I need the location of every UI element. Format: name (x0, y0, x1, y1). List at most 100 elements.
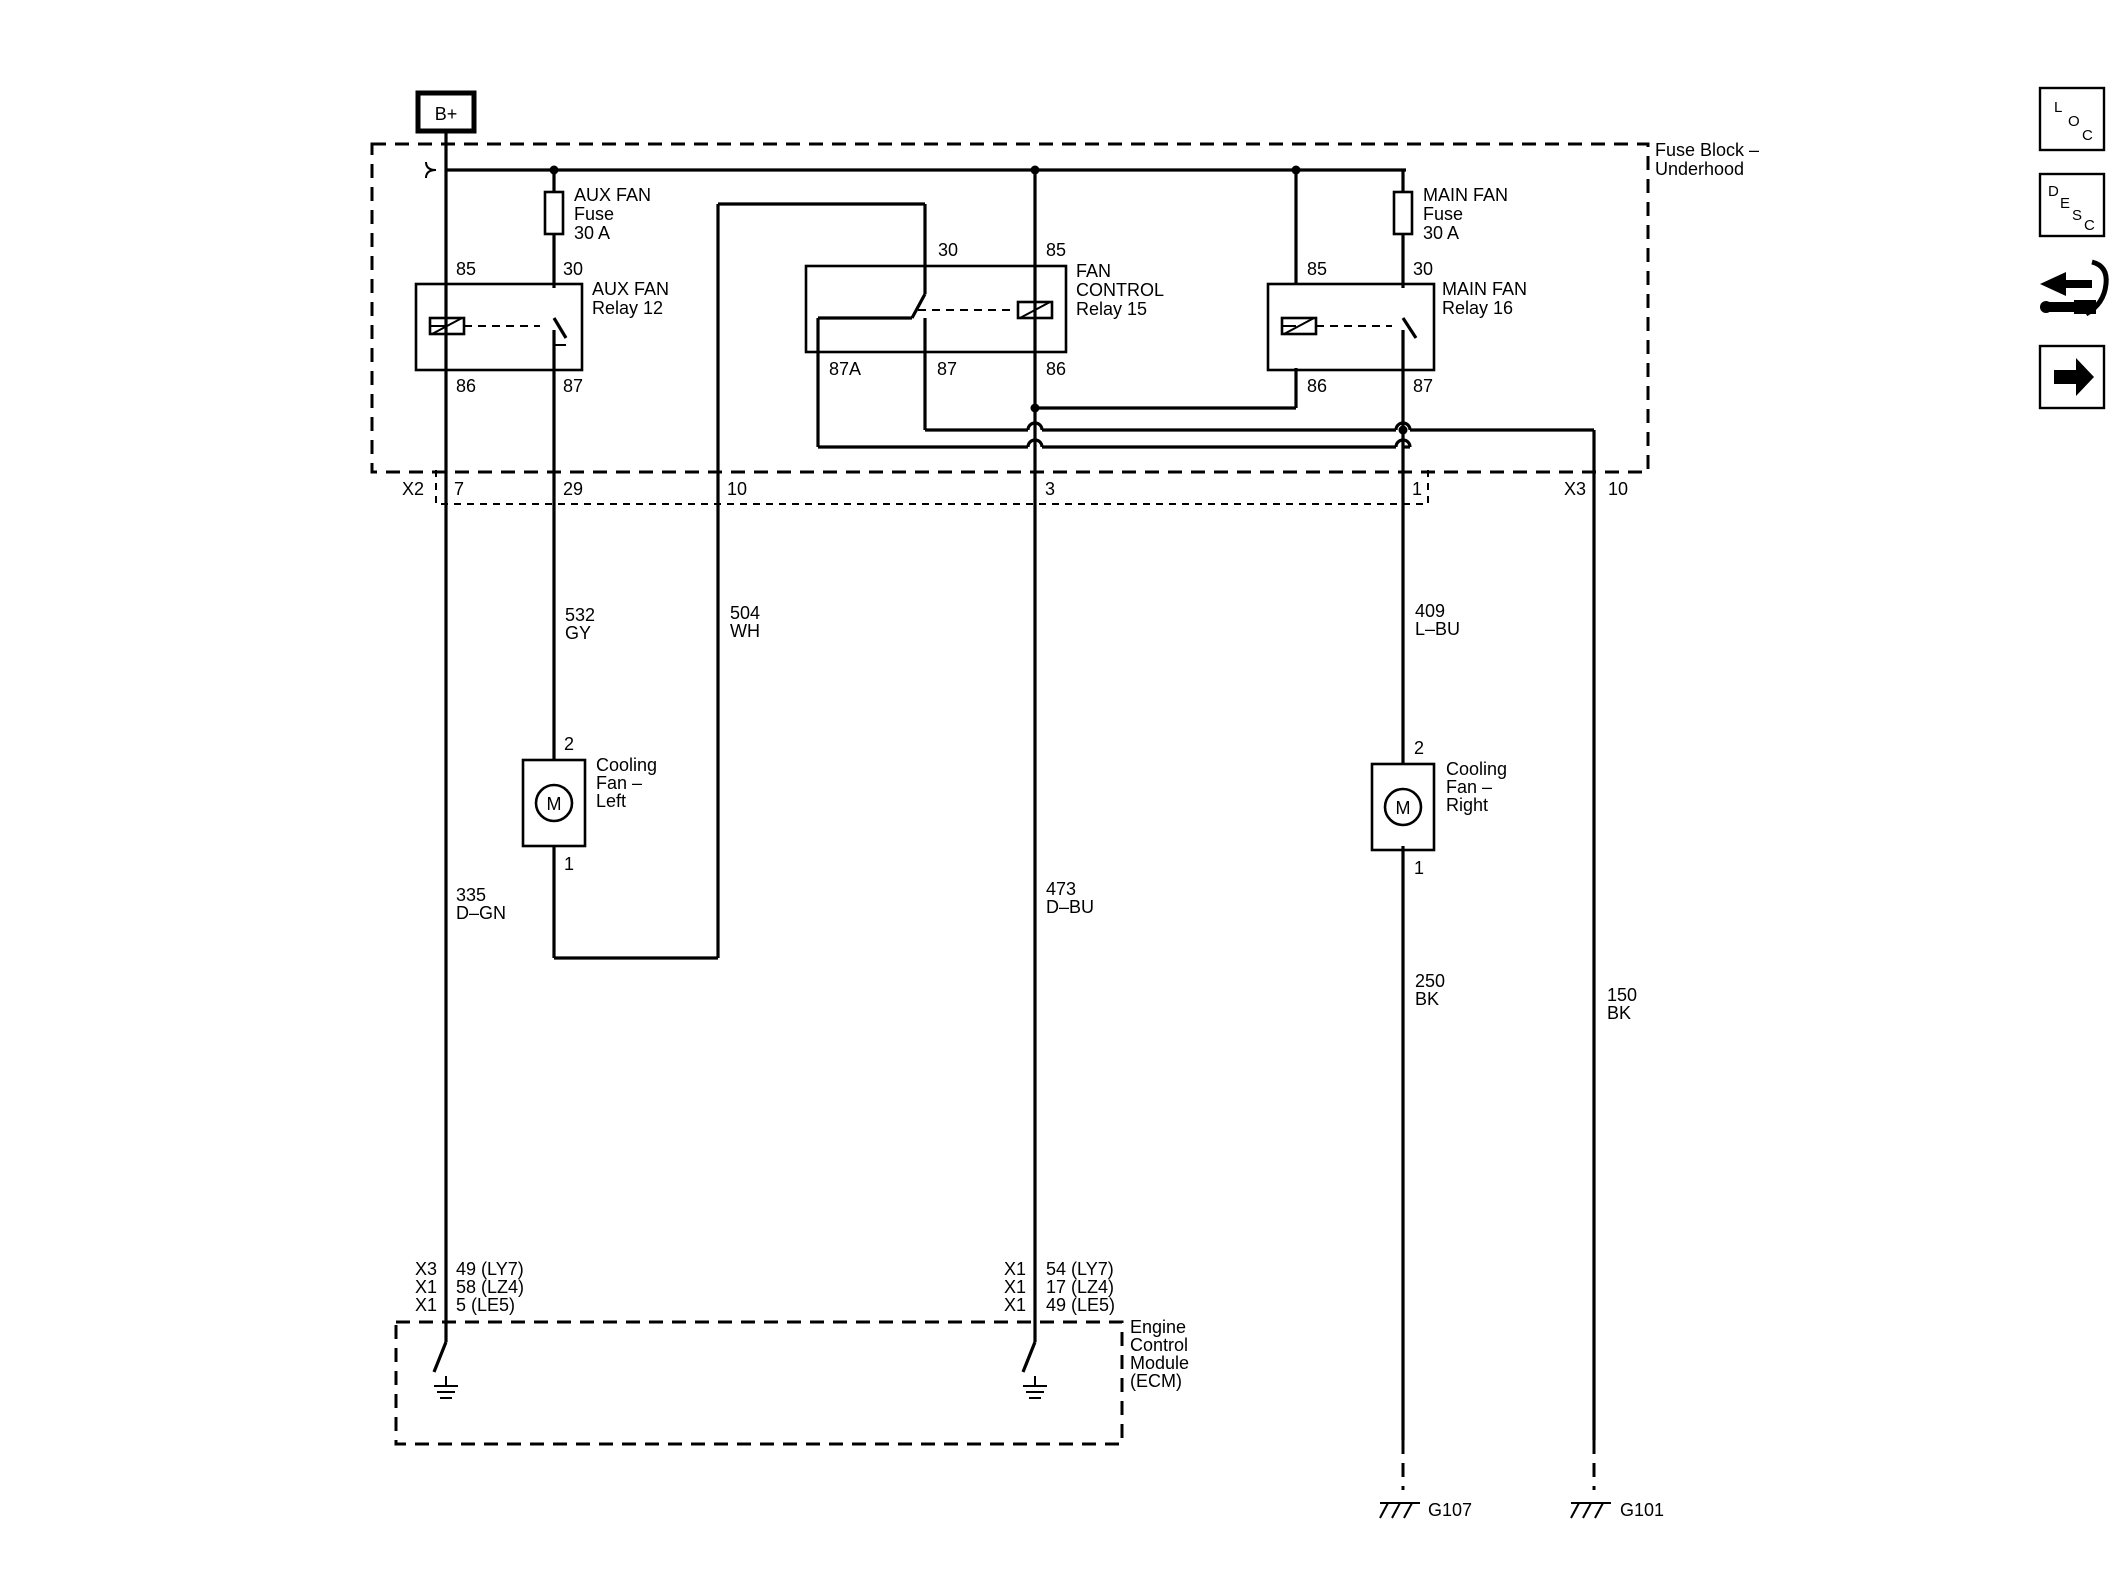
desc-icon[interactable]: D E S C (2038, 172, 2106, 238)
ground-g101-label: G101 (1620, 1500, 1664, 1520)
fan-left-label-1: Cooling (596, 755, 657, 775)
ecm-right-pin-1: 54 (LY7) (1046, 1259, 1114, 1279)
fan-left-pin-2: 2 (564, 734, 574, 754)
wire-409-num: 409 (1415, 601, 1445, 621)
ecm-left-switch (432, 1341, 458, 1399)
wire-473-num: 473 (1046, 879, 1076, 899)
x2-pin-3: 3 (1045, 479, 1055, 499)
fan-relay-pin-87: 87 (937, 359, 957, 379)
fan-right-pin-1: 1 (1414, 858, 1424, 878)
wire-335-num: 335 (456, 885, 486, 905)
loc-icon[interactable]: L O C (2038, 86, 2106, 152)
wire-532-num: 532 (565, 605, 595, 625)
aux-relay-label-2: Relay 12 (592, 298, 663, 318)
ecm-right-conn-2: X1 (1004, 1277, 1026, 1297)
wire-150-num: 150 (1607, 985, 1637, 1005)
wire-504-color: WH (730, 621, 760, 641)
main-relay-label-1: MAIN FAN (1442, 279, 1527, 299)
cooling-fan-left: M (521, 758, 587, 848)
wire-532-color: GY (565, 623, 591, 643)
ecm-right-switch (1021, 1341, 1047, 1399)
aux-fuse-label-1: AUX FAN (574, 185, 651, 205)
ecm-left-pin-3: 5 (LE5) (456, 1295, 515, 1315)
aux-relay-label-1: AUX FAN (592, 279, 669, 299)
aux-relay-pin-86: 86 (456, 376, 476, 396)
main-fan-fuse (1392, 190, 1414, 236)
ecm-right-conn-3: X1 (1004, 1295, 1026, 1315)
wire-504-num: 504 (730, 603, 760, 623)
desc-icon-c: C (2084, 217, 2095, 234)
loc-icon-c: C (2082, 127, 2093, 144)
fan-right-motor-label: M (1396, 798, 1411, 818)
x2-pin-29: 29 (563, 479, 583, 499)
fuse-block-label-1: Fuse Block – (1655, 140, 1759, 160)
aux-fuse-label-2: Fuse (574, 204, 614, 224)
aux-fan-fuse (543, 190, 565, 236)
main-relay-label-2: Relay 16 (1442, 298, 1513, 318)
cooling-fan-right: M (1370, 762, 1436, 852)
ecm-label-3: Module (1130, 1353, 1189, 1373)
fan-relay-label-1: FAN (1076, 261, 1111, 281)
connector-x2-outline (435, 470, 1429, 505)
fan-left-motor-label: M (547, 794, 562, 814)
ecm-left-pin-2: 58 (LZ4) (456, 1277, 524, 1297)
fan-right-label-1: Cooling (1446, 759, 1507, 779)
main-relay-pin-30: 30 (1413, 259, 1433, 279)
wires (425, 131, 1596, 1440)
desc-icon-e: E (2060, 195, 2070, 212)
loc-icon-l: L (2054, 99, 2062, 116)
wire-335-color: D–GN (456, 903, 506, 923)
fan-relay-label-2: CONTROL (1076, 280, 1164, 300)
connector-repair-icon[interactable] (2040, 259, 2109, 317)
main-fuse-label-3: 30 A (1423, 223, 1459, 243)
main-fuse-label-1: MAIN FAN (1423, 185, 1508, 205)
aux-fuse-label-3: 30 A (574, 223, 610, 243)
ecm-right-pin-3: 49 (LE5) (1046, 1295, 1115, 1315)
wire-473-color: D–BU (1046, 897, 1094, 917)
x3-pin-10: 10 (1608, 479, 1628, 499)
battery-terminal: B+ (415, 90, 477, 134)
fan-relay-pin-86: 86 (1046, 359, 1066, 379)
connector-x3-label: X3 (1564, 479, 1586, 499)
wire-409-color: L–BU (1415, 619, 1460, 639)
wire-150-color: BK (1607, 1003, 1631, 1023)
ecm-right-pin-2: 17 (LZ4) (1046, 1277, 1114, 1297)
aux-relay-pin-30: 30 (563, 259, 583, 279)
main-relay-pin-85: 85 (1307, 259, 1327, 279)
main-fuse-label-2: Fuse (1423, 204, 1463, 224)
fuse-block-label-2: Underhood (1655, 159, 1744, 179)
fan-relay-label-3: Relay 15 (1076, 299, 1147, 319)
fan-relay-pin-85: 85 (1046, 240, 1066, 260)
fan-right-label-3: Right (1446, 795, 1488, 815)
ecm-left-conn-2: X1 (415, 1277, 437, 1297)
main-relay-pin-87: 87 (1413, 376, 1433, 396)
aux-relay-pin-87: 87 (563, 376, 583, 396)
ecm-outline (394, 1320, 1124, 1446)
ecm-label-2: Control (1130, 1335, 1188, 1355)
fan-left-label-2: Fan – (596, 773, 642, 793)
wire-250-num: 250 (1415, 971, 1445, 991)
ground-g107-label: G107 (1428, 1500, 1472, 1520)
x2-pin-1: 1 (1412, 479, 1422, 499)
ecm-right-conn-1: X1 (1004, 1259, 1026, 1279)
fan-right-label-2: Fan – (1446, 777, 1492, 797)
next-arrow-icon[interactable] (2038, 344, 2106, 410)
main-relay-pin-86: 86 (1307, 376, 1327, 396)
desc-icon-d: D (2048, 183, 2059, 200)
ecm-label-1: Engine (1130, 1317, 1186, 1337)
fan-left-pin-1: 1 (564, 854, 574, 874)
ecm-left-pin-1: 49 (LY7) (456, 1259, 524, 1279)
ground-g101 (1570, 1440, 1611, 1519)
fan-left-label-3: Left (596, 791, 626, 811)
x2-pin-7: 7 (454, 479, 464, 499)
ecm-label-4: (ECM) (1130, 1371, 1182, 1391)
loc-icon-o: O (2068, 113, 2080, 130)
fan-relay-pin-87a: 87A (829, 359, 861, 379)
fan-right-pin-2: 2 (1414, 738, 1424, 758)
fan-control-relay (804, 264, 1068, 354)
fuse-block-outline (370, 142, 1650, 474)
battery-label: B+ (435, 104, 458, 124)
junction-dots (549, 165, 1408, 435)
ground-g107 (1379, 1440, 1420, 1519)
